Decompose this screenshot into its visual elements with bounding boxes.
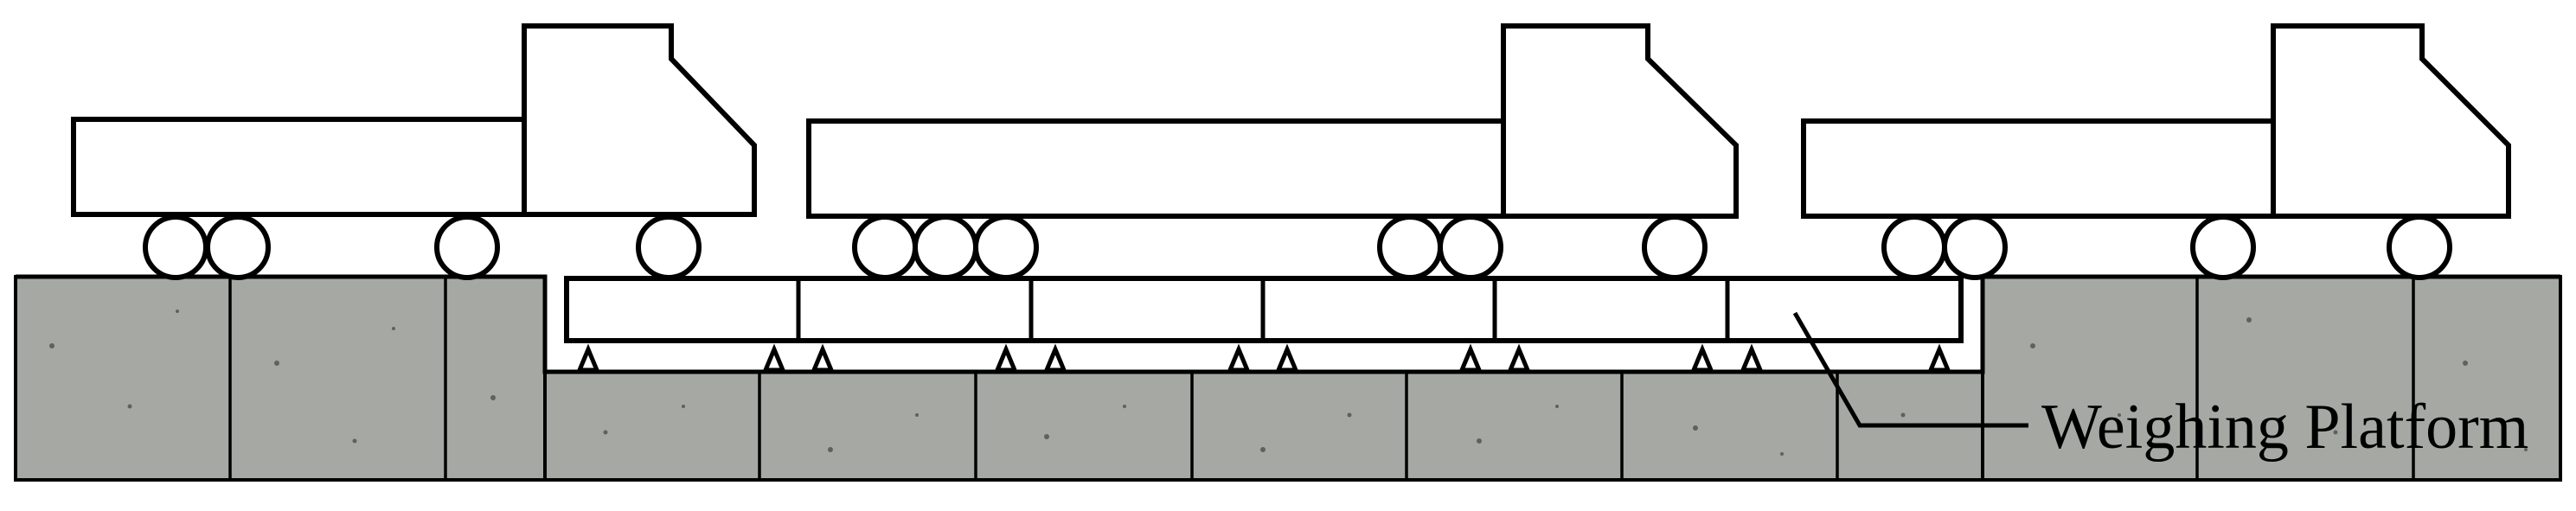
weighing-platform (564, 276, 1964, 373)
platform-callout: Weighing Platform (1792, 311, 2528, 463)
truck-1 (71, 23, 757, 280)
platform-supports (576, 343, 1951, 373)
callout-leader-line (1792, 311, 2028, 428)
truck-wheel (636, 214, 702, 280)
truck-wheel (2387, 214, 2452, 280)
truck-wheel (1377, 214, 1443, 280)
truck-2 (806, 23, 1739, 280)
truck-cab (1501, 23, 1739, 219)
truck-cab (522, 23, 757, 217)
ground-right-block (1981, 275, 2562, 482)
truck-wheel (1881, 214, 1947, 280)
truck-wheel (434, 214, 500, 280)
truck-cargo-bed (1801, 118, 2282, 219)
ground (14, 274, 2562, 482)
ground-left-block (14, 275, 547, 482)
truck-wheel (205, 214, 271, 280)
weighing-platform-label: Weighing Platform (2041, 392, 2528, 463)
truck-wheel (143, 214, 208, 280)
truck-cargo-bed (71, 117, 530, 217)
truck-wheel (973, 214, 1039, 280)
truck-wheel (913, 214, 978, 280)
truck-cargo-bed (806, 118, 1516, 219)
concrete-texture (49, 310, 2528, 456)
truck-wheel (1942, 214, 2008, 280)
truck-wheel (1642, 214, 1708, 280)
truck-3 (1801, 23, 2511, 280)
truck-cab (2271, 23, 2511, 219)
truck-wheel (852, 214, 918, 280)
truck-wheel (1438, 214, 1503, 280)
truck-wheel (2190, 214, 2256, 280)
